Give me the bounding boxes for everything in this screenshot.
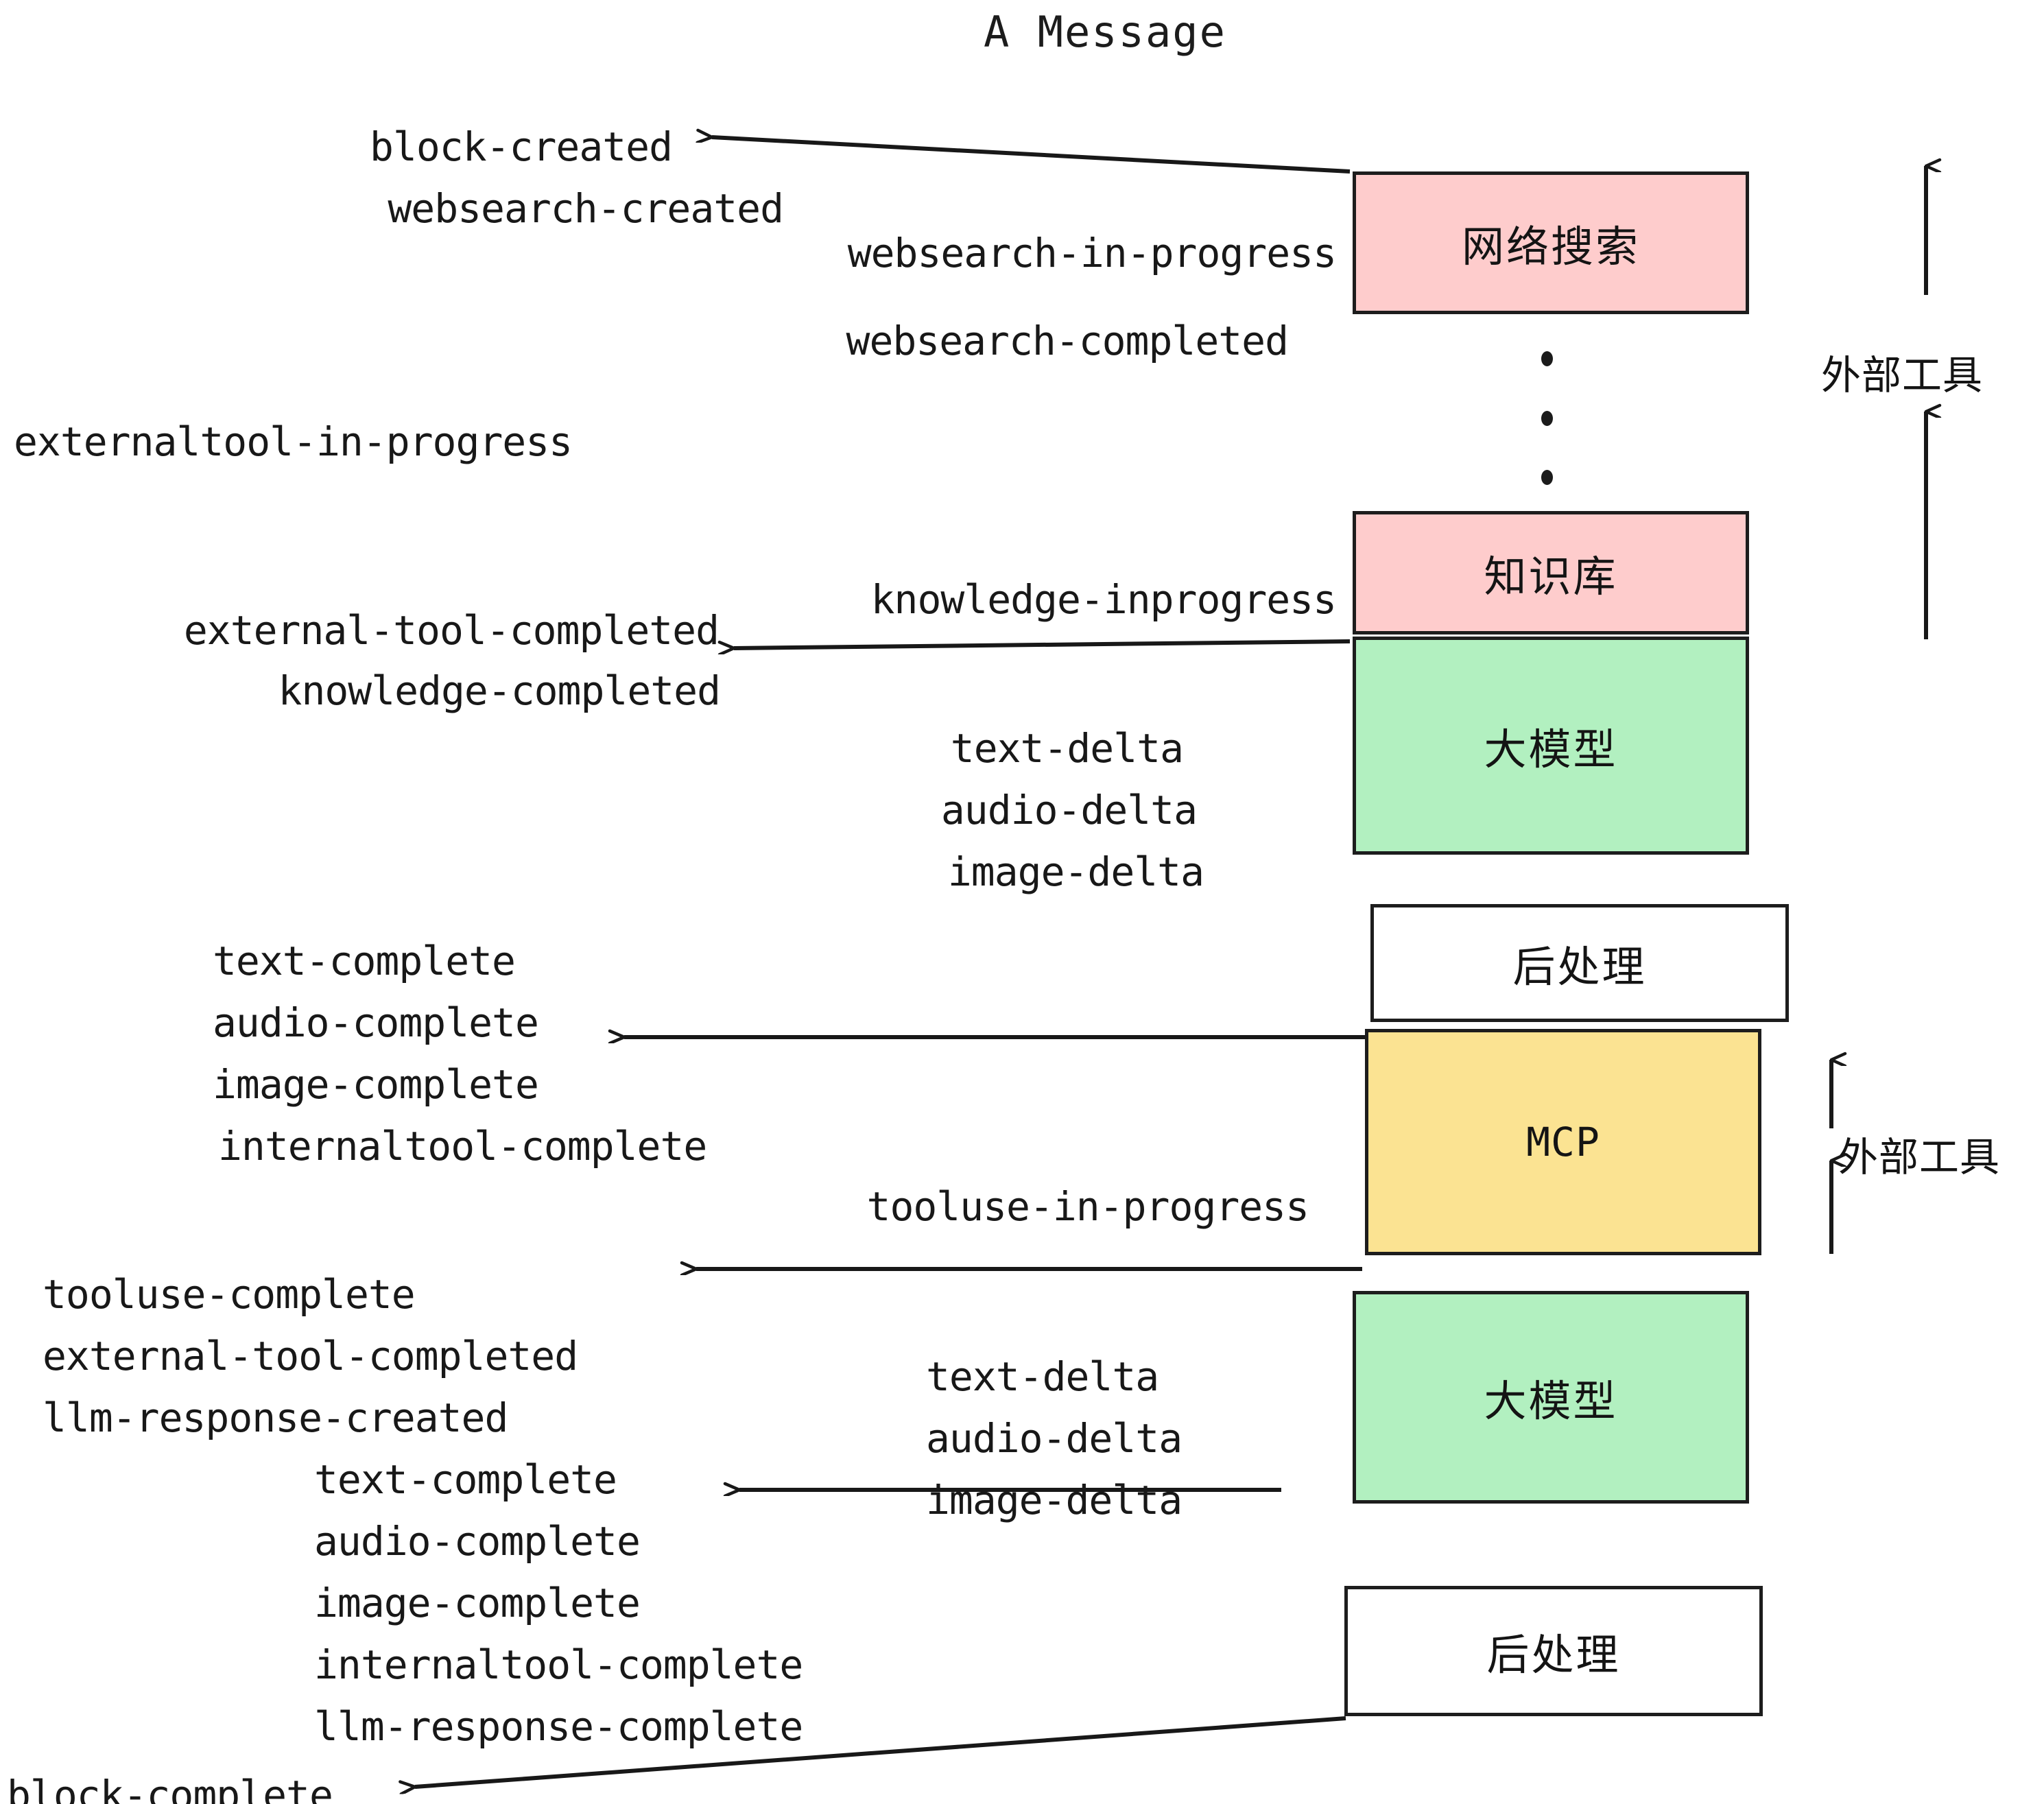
vertical-ellipsis-icon — [1540, 351, 1554, 485]
event-label-audio-delta-2: audio-delta — [926, 1415, 1183, 1462]
diagram-title: A Message — [984, 7, 1226, 57]
node-label-postprocess-first: 后处理 — [1512, 942, 1647, 992]
event-label-tooluse-complete: tooluse-complete — [43, 1271, 416, 1318]
event-label-text-complete-2: text-complete — [314, 1456, 617, 1503]
event-label-audio-delta-1: audio-delta — [940, 787, 1198, 833]
event-label-knowledge-inprogress: knowledge-inprogress — [870, 576, 1337, 623]
node-label-postprocess-second: 后处理 — [1486, 1630, 1621, 1680]
event-label-internaltool-complete-1: internaltool-complete — [218, 1123, 707, 1170]
event-label-websearch-completed: websearch-completed — [846, 318, 1289, 364]
node-label-llm-second: 大模型 — [1484, 1376, 1618, 1426]
event-label-websearch-created: websearch-created — [388, 185, 784, 232]
node-label-knowledge-base: 知识库 — [1484, 551, 1618, 602]
event-label-knowledge-completed: knowledge-completed — [278, 667, 721, 714]
node-knowledge-base[interactable]: 知识库 — [1353, 511, 1749, 634]
event-label-text-delta-2: text-delta — [926, 1353, 1159, 1400]
node-postprocess-first[interactable]: 后处理 — [1370, 904, 1789, 1022]
node-label-mcp: MCP — [1526, 1119, 1600, 1165]
node-websearch[interactable]: 网络搜索 — [1353, 171, 1749, 314]
event-label-image-delta-1: image-delta — [947, 848, 1204, 895]
event-label-tooluse-in-progress: tooluse-in-progress — [866, 1183, 1309, 1230]
event-label-externaltool-in-progress: externaltool-in-progress — [14, 418, 573, 465]
node-label-websearch: 网络搜索 — [1461, 222, 1640, 272]
event-label-audio-complete-1: audio-complete — [213, 999, 539, 1046]
event-label-image-complete-1: image-complete — [213, 1061, 539, 1108]
event-label-external-tool-completed: external-tool-completed — [183, 607, 720, 654]
node-llm-first[interactable]: 大模型 — [1353, 637, 1749, 855]
event-label-llm-response-complete: llm-response-complete — [314, 1703, 803, 1750]
event-label-external-tool-completed-2: external-tool-completed — [43, 1333, 578, 1379]
event-label-text-complete-1: text-complete — [213, 938, 516, 984]
event-label-websearch-in-progress: websearch-in-progress — [847, 230, 1337, 276]
side-label-external-tools-top: 外部工具 — [1821, 352, 1984, 399]
event-label-audio-complete-2: audio-complete — [314, 1518, 641, 1565]
arrow-knowledge-to-knowledge-completed — [734, 639, 1351, 648]
event-label-internaltool-complete-2: internaltool-complete — [314, 1641, 803, 1688]
event-label-block-created: block-created — [370, 123, 673, 170]
node-mcp[interactable]: MCP — [1365, 1029, 1761, 1255]
node-label-llm-first: 大模型 — [1484, 724, 1618, 774]
arrow-websearch-to-block-created — [712, 137, 1351, 174]
side-label-external-tools-bottom: 外部工具 — [1838, 1134, 2001, 1180]
event-label-block-complete: block-complete — [7, 1772, 333, 1804]
event-label-text-delta-1: text-delta — [950, 725, 1184, 772]
event-label-image-complete-2: image-complete — [314, 1580, 641, 1626]
event-label-llm-response-created: llm-response-created — [43, 1394, 508, 1441]
node-llm-second[interactable]: 大模型 — [1353, 1291, 1749, 1504]
node-postprocess-second[interactable]: 后处理 — [1344, 1586, 1763, 1716]
event-label-image-delta-2: image-delta — [926, 1477, 1183, 1523]
